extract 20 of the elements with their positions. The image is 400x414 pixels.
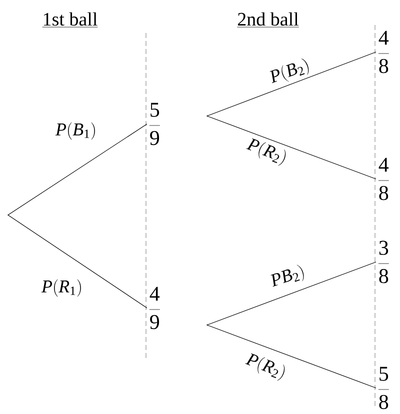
tree-branch: [8, 214, 148, 308]
branch-label: $P(R_2)$: [244, 136, 290, 168]
tree-branch: [206, 324, 376, 388]
tree-branch: [206, 52, 376, 116]
probability-fraction: $\frac{5}{9}$: [149, 102, 160, 146]
branch-label: $P(B_1)$: [54, 122, 98, 140]
branch-label: $P(R_2)$: [243, 350, 289, 384]
stage-heading: 1st ball: [42, 12, 98, 28]
branch-label: $PB_2)$: [268, 262, 308, 292]
probability-fraction: $\frac{3}{8}$: [378, 240, 389, 284]
stage-heading: 2nd ball: [236, 12, 300, 28]
branch-label: $P(R_1)$: [40, 278, 84, 298]
tree-branch: [8, 124, 148, 216]
probability-fraction: $\frac{4}{8}$: [378, 158, 389, 200]
probability-fraction: $\frac{5}{8}$: [378, 366, 389, 410]
probability-fraction: $\frac{4}{9}$: [149, 286, 160, 330]
tree-branch: [206, 262, 376, 326]
tree-branch: [206, 116, 376, 180]
branch-label: $P(B_2)$: [267, 56, 313, 88]
probability-fraction: $\frac{4}{8}$: [378, 30, 389, 74]
